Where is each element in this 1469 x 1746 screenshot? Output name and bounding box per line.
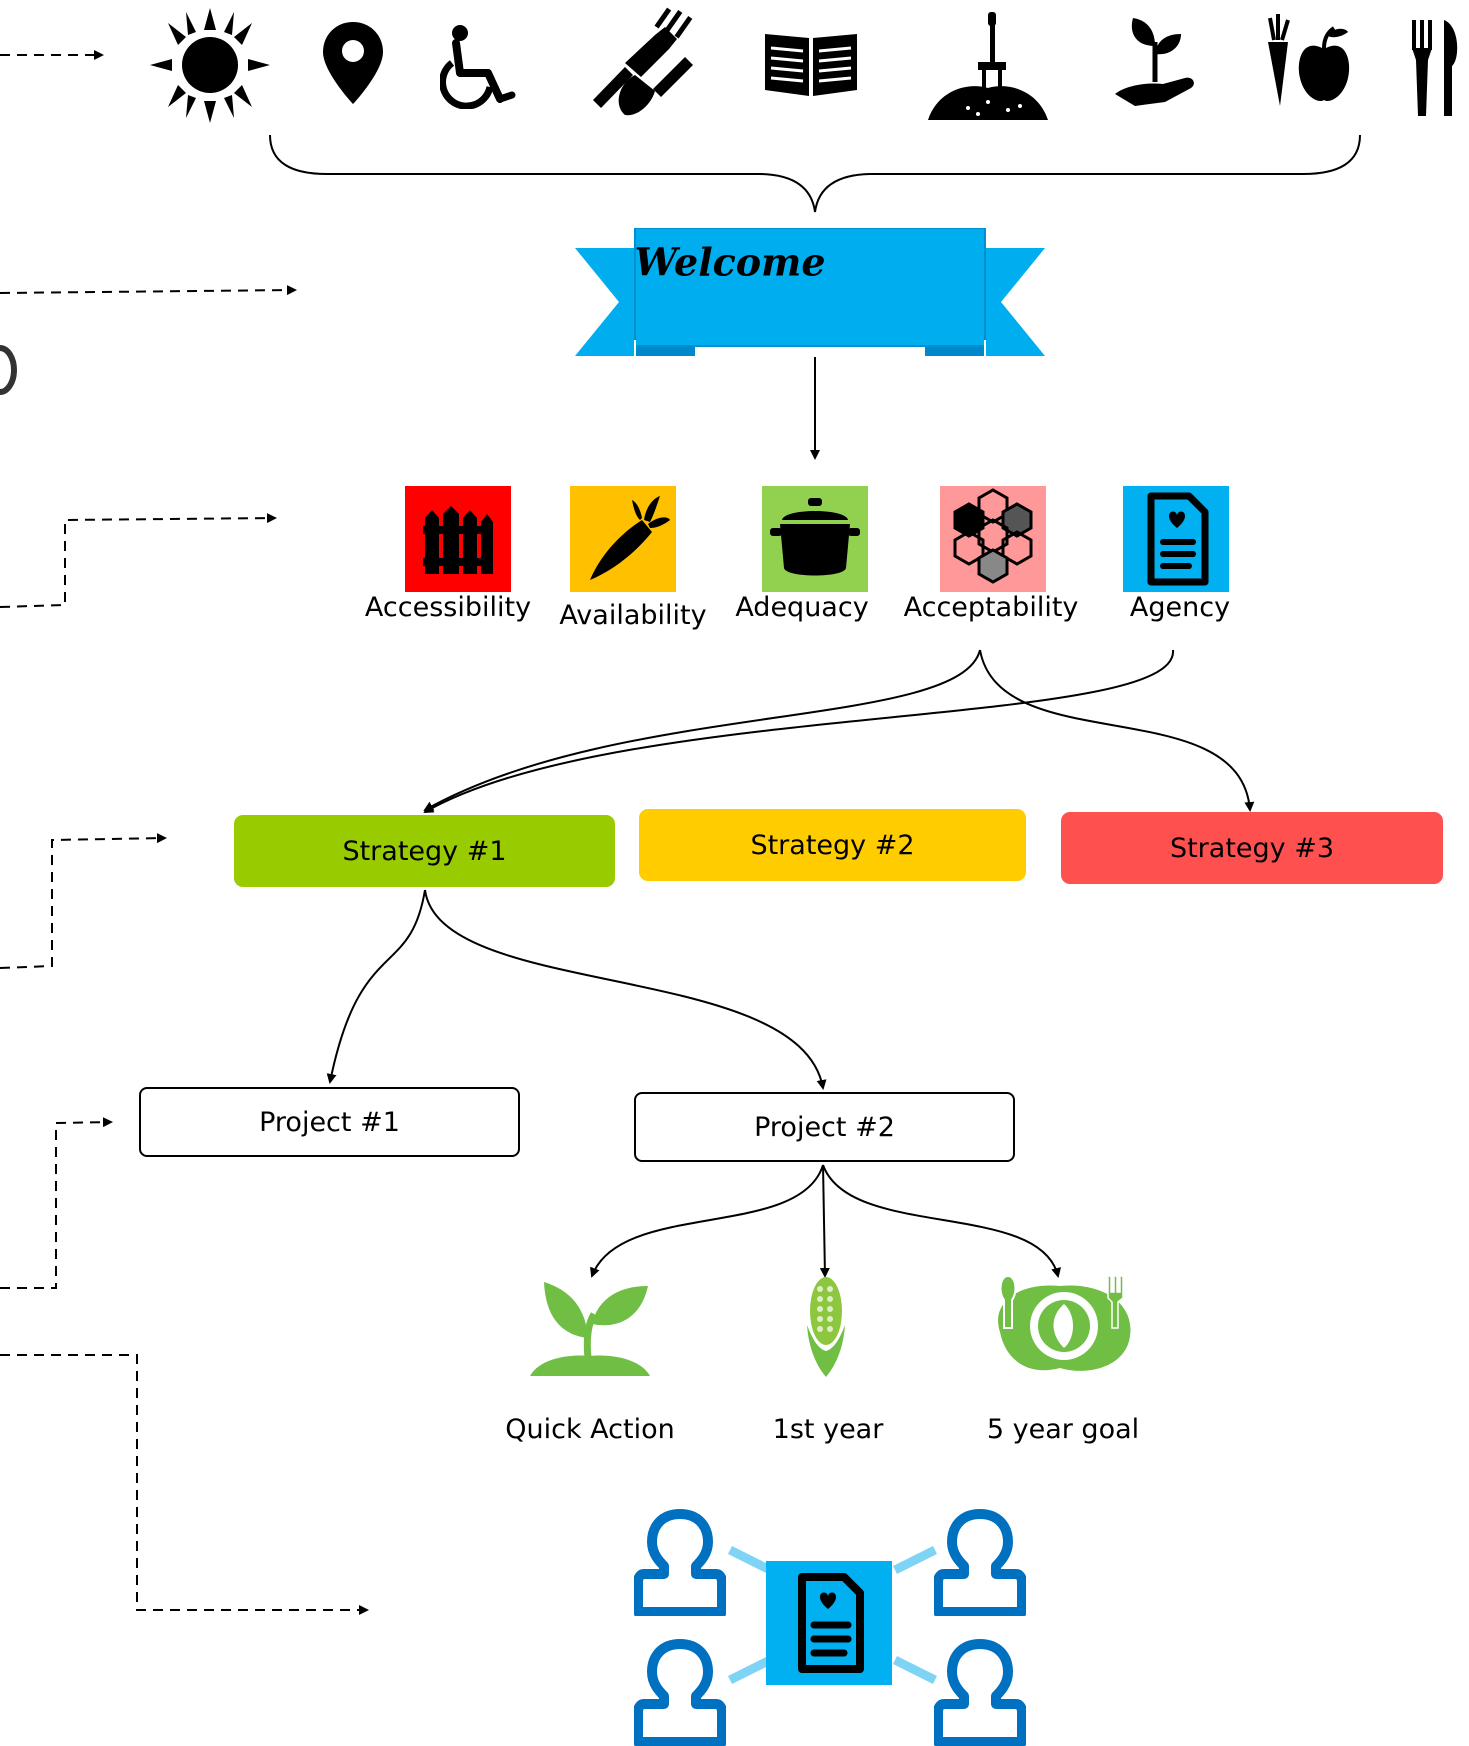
strategy-3-box: Strategy #3 bbox=[1061, 812, 1443, 884]
timeline-label-1st-year: 1st year bbox=[772, 1414, 884, 1445]
grouping-brace bbox=[269, 134, 1361, 213]
sprout-icon bbox=[530, 1282, 650, 1376]
collab-links bbox=[727, 1545, 938, 1685]
timeline-label-5-year-goal: 5 year goal bbox=[986, 1414, 1140, 1445]
carrot-apple-icon bbox=[1268, 14, 1350, 106]
category-label-availability: Availability bbox=[559, 600, 707, 631]
fence-icon bbox=[405, 486, 511, 592]
garden-tools-icon bbox=[593, 7, 693, 116]
person-icon bbox=[634, 1639, 726, 1746]
welcome-title: Welcome bbox=[634, 239, 826, 285]
category-label-agency: Agency bbox=[1129, 592, 1231, 623]
wheelchair-icon bbox=[440, 25, 516, 109]
pot-icon bbox=[762, 486, 868, 592]
sun-icon bbox=[150, 8, 270, 123]
category-label-accessibility: Accessibility bbox=[364, 592, 532, 623]
dashed-guides bbox=[0, 50, 369, 1615]
person-icon bbox=[934, 1639, 1026, 1746]
collab-document-icon bbox=[766, 1561, 892, 1685]
corn-icon bbox=[807, 1277, 845, 1377]
welcome-banner bbox=[575, 228, 1045, 356]
open-book-icon bbox=[765, 34, 857, 96]
project-2-box: Project #2 bbox=[634, 1092, 1015, 1162]
carrot-icon bbox=[570, 486, 676, 592]
hexagons-icon bbox=[940, 486, 1046, 592]
category-label-adequacy: Adequacy bbox=[735, 592, 869, 623]
soil-fork-icon bbox=[928, 12, 1048, 120]
project-1-box: Project #1 bbox=[139, 1087, 520, 1157]
plate-icon bbox=[998, 1274, 1131, 1371]
category-label-acceptability: Acceptability bbox=[903, 592, 1079, 623]
timeline-label-quick-action: Quick Action bbox=[505, 1414, 675, 1445]
seedling-hand-icon bbox=[1115, 18, 1194, 106]
fork-knife-icon bbox=[1412, 20, 1458, 116]
map-pin-icon bbox=[323, 22, 383, 104]
strategy-2-box: Strategy #2 bbox=[639, 809, 1026, 881]
strategy-1-box: Strategy #1 bbox=[234, 815, 615, 887]
document-heart-icon bbox=[1123, 486, 1229, 592]
person-icon bbox=[634, 1509, 726, 1616]
person-icon bbox=[934, 1509, 1026, 1616]
